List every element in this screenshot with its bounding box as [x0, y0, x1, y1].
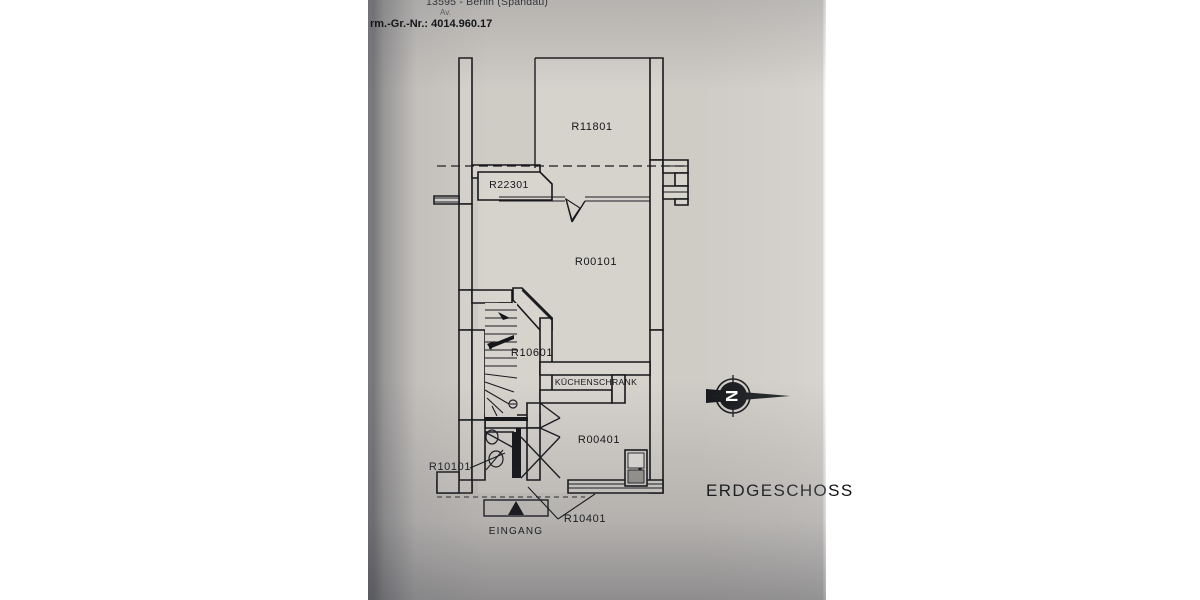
paper-vertical-vignette — [368, 0, 826, 600]
paper-horizontal-vignette — [368, 0, 826, 600]
paper-lighting-overlay — [368, 0, 826, 600]
